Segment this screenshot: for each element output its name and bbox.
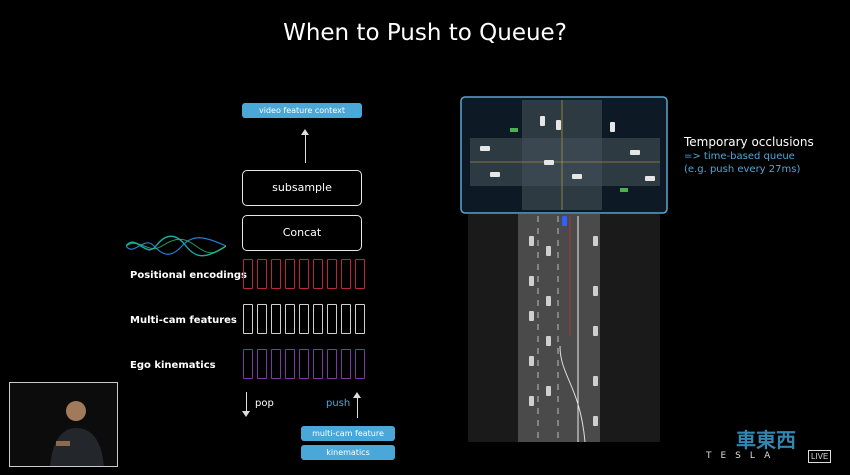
presenter-silhouette-icon — [50, 401, 104, 466]
queue-cell — [271, 259, 281, 289]
queue-cell — [313, 349, 323, 379]
queue-cell — [313, 259, 323, 289]
multicam-feature-pill: multi-cam feature — [301, 426, 395, 441]
pop-label: pop — [255, 398, 274, 409]
subsample-box: subsample — [242, 170, 362, 206]
queue-cell — [285, 259, 295, 289]
queue-cell — [299, 259, 309, 289]
push-arrow-head — [353, 392, 361, 398]
arrow-up-line — [305, 135, 306, 163]
queue-cell — [243, 349, 253, 379]
positional-encoding-wave-icon — [126, 235, 226, 257]
row-label-positional-encodings: Positional encodings — [130, 270, 247, 281]
queue-cell — [355, 304, 365, 334]
queue-cell — [313, 304, 323, 334]
occlusion-line-2: (e.g. push every 27ms) — [684, 164, 801, 175]
arrow-up-head — [301, 129, 309, 135]
concat-box: Concat — [242, 215, 362, 251]
queue-cell — [299, 304, 309, 334]
queue-cell — [285, 304, 295, 334]
pop-arrow-line — [246, 392, 247, 412]
queue-cell — [243, 304, 253, 334]
intersection-visualization — [460, 96, 668, 442]
push-label: push — [326, 398, 351, 409]
slide-title: When to Push to Queue? — [283, 20, 567, 46]
queue-cell — [341, 259, 351, 289]
queue-cell — [355, 349, 365, 379]
concat-label: Concat — [282, 226, 322, 239]
subsample-label: subsample — [272, 181, 332, 194]
queue-cell — [271, 349, 281, 379]
row-label-multicam-features: Multi-cam features — [130, 315, 237, 326]
queue-cell — [257, 349, 267, 379]
row-label-ego-kinematics: Ego kinematics — [130, 360, 216, 371]
queue-cell — [257, 259, 267, 289]
queue-cell — [257, 304, 267, 334]
queue-cell — [299, 349, 309, 379]
occlusion-line-1: => time-based queue — [684, 151, 795, 162]
video-feature-context-pill: video feature context — [242, 103, 362, 118]
queue-cell — [285, 349, 295, 379]
live-badge: LIVE — [808, 450, 832, 463]
queue-cell — [271, 304, 281, 334]
watermark-logo: 車東西 — [736, 428, 796, 452]
queue-row-kinematics — [243, 349, 365, 379]
tesla-logo: TESLA — [706, 451, 780, 461]
queue-row-positional — [243, 259, 365, 289]
queue-cell — [243, 259, 253, 289]
queue-cell — [327, 349, 337, 379]
queue-cell — [355, 259, 365, 289]
push-arrow-line — [357, 398, 358, 418]
queue-cell — [341, 349, 351, 379]
queue-cell — [327, 304, 337, 334]
pop-arrow-head — [242, 411, 250, 417]
queue-cell — [341, 304, 351, 334]
queue-row-multicam — [243, 304, 365, 334]
webcam-presenter-video — [9, 382, 118, 467]
kinematics-pill: kinematics — [301, 445, 395, 460]
queue-cell — [327, 259, 337, 289]
occlusion-title: Temporary occlusions — [684, 135, 814, 149]
